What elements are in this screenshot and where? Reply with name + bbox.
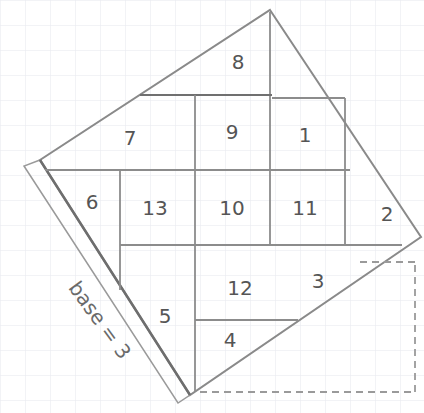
cell-number: 12 bbox=[227, 276, 252, 300]
cell-number: 1 bbox=[299, 123, 312, 147]
cell-number: 2 bbox=[381, 202, 394, 226]
cell-number: 11 bbox=[292, 196, 317, 220]
cell-lines bbox=[45, 12, 402, 392]
cell-number: 6 bbox=[86, 190, 99, 214]
dashed-extension bbox=[200, 262, 415, 392]
cell-number: 9 bbox=[226, 120, 239, 144]
cell-number: 4 bbox=[224, 328, 237, 352]
cell-number: 5 bbox=[159, 304, 172, 328]
base-band bbox=[24, 160, 190, 403]
base-edge bbox=[40, 160, 190, 395]
cell-number: 3 bbox=[312, 269, 325, 293]
cell-number: 13 bbox=[142, 196, 167, 220]
tilted-square bbox=[40, 10, 421, 395]
cell-number: 10 bbox=[219, 196, 244, 220]
cell-number: 8 bbox=[232, 50, 245, 74]
base-label: base = 3 bbox=[64, 277, 136, 364]
cell-number: 7 bbox=[124, 126, 137, 150]
